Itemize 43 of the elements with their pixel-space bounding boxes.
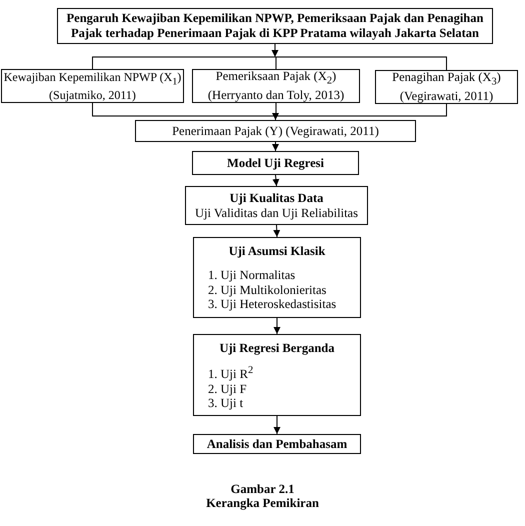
list-item: 2. Uji F — [208, 382, 247, 396]
connector-line — [275, 104, 447, 116]
connector-line — [92, 56, 276, 70]
process-box — [135, 120, 416, 142]
connector-line — [274, 56, 276, 70]
process-box — [193, 434, 361, 454]
process-box — [57, 8, 493, 44]
figure-caption: Gambar 2.1 Kerangka Pemikiran — [205, 482, 320, 511]
arrow — [274, 416, 280, 434]
arrow — [274, 318, 280, 334]
title-text: Pengaruh Kewajiban Kepemilikan NPWP, Pemeriksaan Pajak dan Penagihan Pajak terhadap Penerimaan Pajak di KPP Pratama wilayah Jakarta Selatan — [66, 11, 484, 41]
process-box — [185, 186, 368, 225]
arrow — [273, 224, 280, 238]
citation-text: Uji Validitas dan Uji Reliabilitas — [195, 206, 358, 220]
box-label: Penerimaan Pajak (Y) (Vegirawati, 2011) — [172, 124, 379, 138]
process-box — [193, 237, 361, 318]
citation-text: (Herryanto dan Toly, 2013) — [208, 88, 344, 103]
process-box — [375, 70, 518, 104]
arrow — [272, 142, 279, 152]
box-heading: Uji Kualitas Data — [230, 190, 324, 206]
arrow — [272, 44, 278, 58]
arrow — [272, 113, 279, 120]
list-item: 2. Uji Multikolonieritas — [208, 282, 326, 298]
box-label: Model Uji Regresi — [227, 156, 324, 170]
process-box — [193, 334, 361, 416]
list-item: 1. Uji R$^{2}$ — [208, 365, 254, 382]
box-label: Pemeriksaan Pajak (X$_{2}$) — [216, 69, 336, 88]
list-item: 3. Uji Heteroskedastisitas — [208, 297, 336, 312]
list-item: 3. Uji t — [208, 396, 244, 411]
arrow — [272, 174, 280, 186]
box-label: Penagihan Pajak (X$_{3}$) — [392, 70, 501, 89]
citation-text: (Sujatmiko, 2011) — [49, 88, 136, 102]
list-item: 1. Uji Normalitas — [208, 268, 296, 283]
connector-line — [92, 102, 276, 116]
box-label: Kewajiban Kepemilikan NPWP (X$_{1}$) — [4, 70, 182, 88]
process-box — [192, 69, 360, 103]
box-heading: Uji Regresi Berganda — [219, 341, 335, 356]
citation-text: (Vegirawati, 2011) — [400, 89, 494, 104]
connector-line — [274, 56, 447, 70]
box-label: Analisis dan Pembahasam — [206, 436, 348, 452]
process-box — [192, 151, 359, 175]
process-box — [1, 69, 184, 103]
box-heading: Uji Asumsi Klasik — [228, 244, 326, 258]
